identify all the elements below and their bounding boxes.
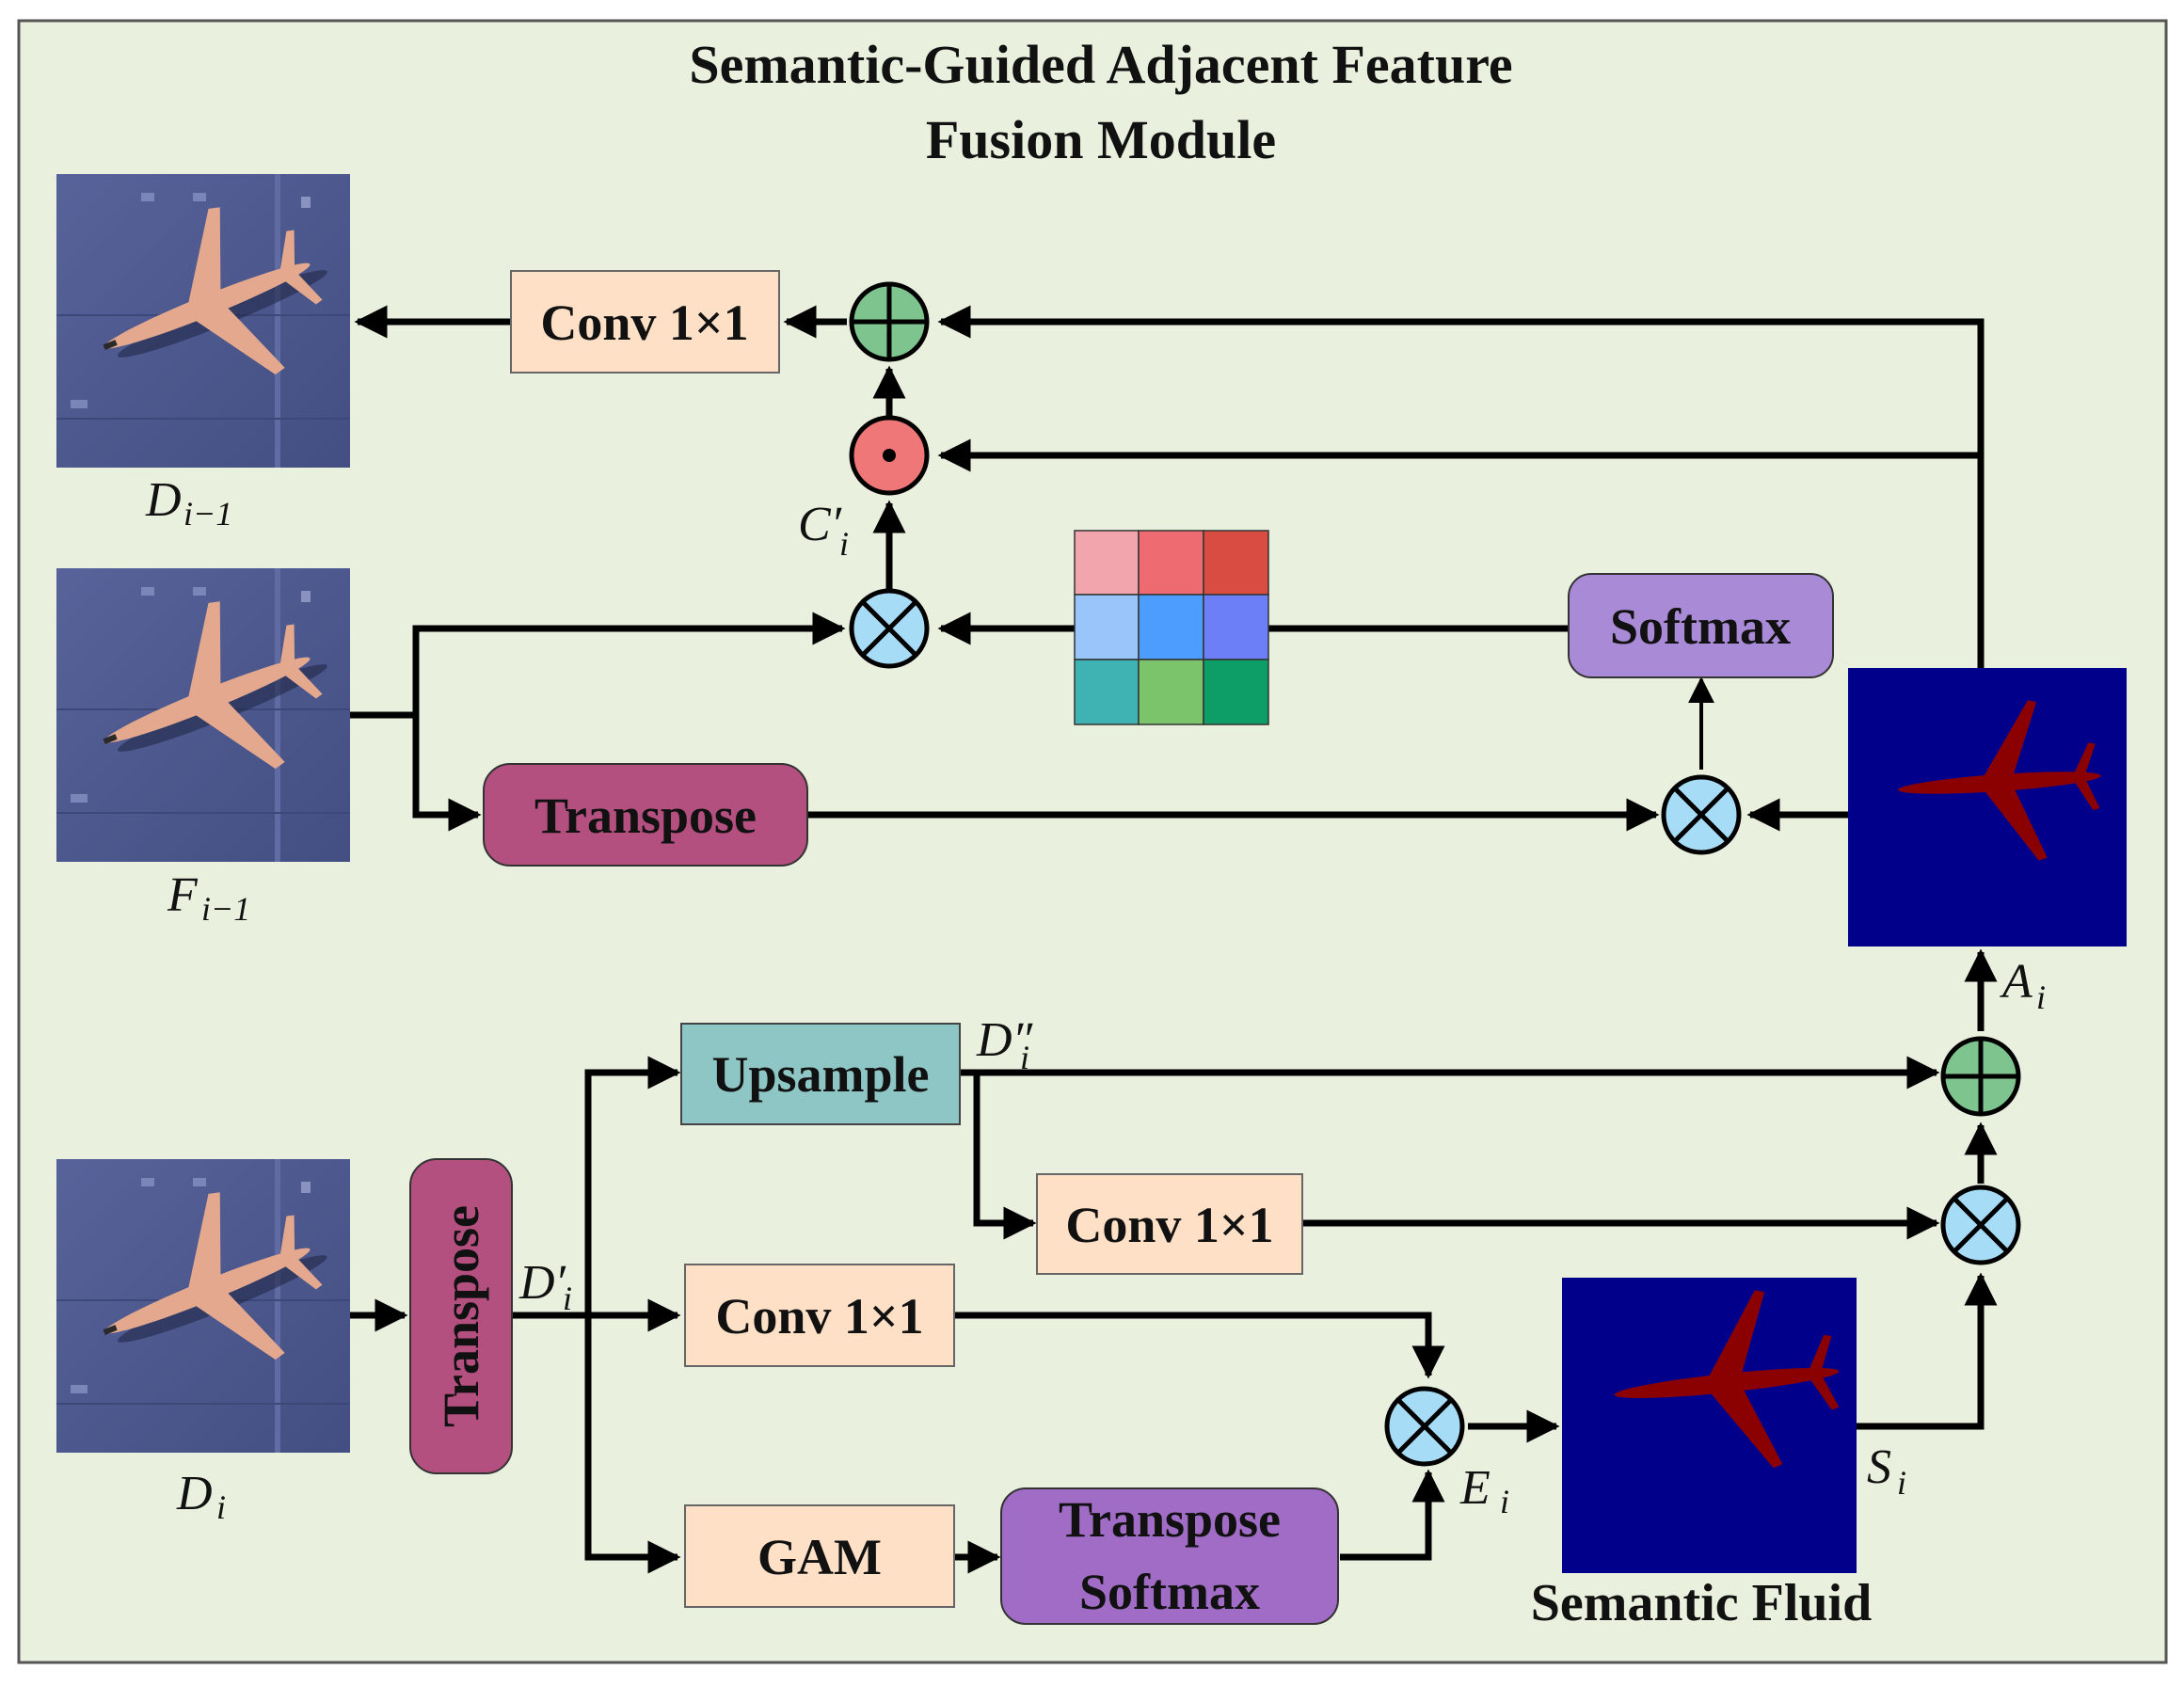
- transpose-vertical-label: Transpose: [433, 1205, 489, 1427]
- conv-1x1-top-block: Conv 1×1: [510, 270, 780, 374]
- matrix-cell: [1203, 659, 1269, 725]
- label-a-i: A i: [2000, 955, 2046, 1016]
- aircraft-photo-icon: [56, 1159, 356, 1453]
- label-f-prev: F i−1: [167, 868, 250, 928]
- aircraft-photo-icon: [56, 568, 356, 862]
- gam-label: GAM: [757, 1529, 882, 1585]
- label-d-prev-main: D: [145, 473, 182, 527]
- label-a-i-main: A: [2000, 955, 2033, 1009]
- label-s-i-sub: i: [1897, 1464, 1906, 1502]
- label-d-prev-sub: i−1: [183, 495, 232, 533]
- matrix-multiply-icon: [1661, 774, 1742, 855]
- element-wise-add-icon: [1940, 1036, 2021, 1117]
- aircraft-segmentation-icon: [1848, 668, 2127, 946]
- label-e-i-sub: i: [1500, 1483, 1509, 1520]
- transpose-softmax-label-line1: Transpose: [1059, 1491, 1281, 1548]
- matrix-cell: [1138, 659, 1204, 725]
- element-wise-add-icon: [849, 281, 930, 362]
- matrix-cell: [1203, 594, 1269, 660]
- label-d-prime-sub: i: [563, 1280, 572, 1317]
- matrix-multiply-icon: [1384, 1386, 1465, 1467]
- label-c-prime: C′ i: [798, 498, 849, 563]
- label-e-i-main: E: [1459, 1461, 1491, 1515]
- conv-1x1-mid-block: Conv 1×1: [1036, 1173, 1303, 1275]
- label-a-i-sub: i: [2036, 978, 2046, 1016]
- matrix-cell: [1138, 594, 1204, 660]
- upsample-label: Upsample: [711, 1046, 929, 1103]
- transpose-softmax-label-line2: Softmax: [1079, 1564, 1260, 1620]
- label-d-i: D i: [176, 1467, 226, 1526]
- conv-1x1-mid-label: Conv 1×1: [1065, 1197, 1273, 1253]
- aircraft-segmentation-icon: [1562, 1278, 1857, 1573]
- label-f-prev-sub: i−1: [201, 890, 250, 928]
- aircraft-photo-icon: [56, 174, 356, 468]
- attention-matrix: [1074, 530, 1269, 725]
- matrix-cell: [1074, 594, 1140, 660]
- matrix-multiply-icon: [849, 588, 930, 669]
- diagram-title-line2: Fusion Module: [926, 109, 1276, 170]
- label-d-i-sub: i: [216, 1488, 226, 1526]
- conv-1x1-top-label: Conv 1×1: [540, 294, 748, 351]
- upsample-block: Upsample: [680, 1023, 961, 1125]
- matrix-multiply-icon: [1940, 1185, 2021, 1265]
- conv-1x1-low-block: Conv 1×1: [684, 1264, 955, 1367]
- semantic-fluid-caption: Semantic Fluid: [1531, 1574, 1872, 1632]
- label-c-prime-sub: i: [839, 525, 849, 563]
- transpose-top-block: Transpose: [483, 763, 808, 867]
- label-f-prev-main: F: [167, 868, 199, 922]
- matrix-cell: [1074, 530, 1140, 596]
- softmax-block: Softmax: [1568, 573, 1834, 678]
- label-d-double-prime-main: D″: [976, 1013, 1034, 1067]
- label-s-i-main: S: [1867, 1440, 1891, 1494]
- transpose-vertical-block: Transpose: [409, 1158, 513, 1474]
- label-c-prime-main: C′: [798, 498, 843, 551]
- transpose-softmax-block: Transpose Softmax: [1000, 1487, 1339, 1625]
- label-d-double-prime-sub: i: [1020, 1039, 1029, 1076]
- label-d-prev: D i−1: [145, 473, 232, 533]
- label-e-i: E i: [1459, 1461, 1509, 1520]
- label-d-prime-main: D′: [518, 1256, 567, 1310]
- hadamard-product-icon: [849, 415, 930, 496]
- label-d-prime: D′ i: [518, 1256, 572, 1317]
- diagram-title-line1: Semantic-Guided Adjacent Feature: [689, 34, 1512, 95]
- label-d-double-prime: D″ i: [976, 1013, 1034, 1076]
- label-d-i-main: D: [176, 1467, 213, 1520]
- matrix-cell: [1138, 530, 1204, 596]
- matrix-cell: [1203, 530, 1269, 596]
- conv-1x1-low-label: Conv 1×1: [715, 1288, 923, 1344]
- matrix-cell: [1074, 659, 1140, 725]
- transpose-top-label: Transpose: [534, 787, 757, 844]
- label-s-i: S i: [1867, 1440, 1906, 1502]
- softmax-label: Softmax: [1610, 598, 1791, 655]
- gam-block: GAM: [684, 1504, 955, 1608]
